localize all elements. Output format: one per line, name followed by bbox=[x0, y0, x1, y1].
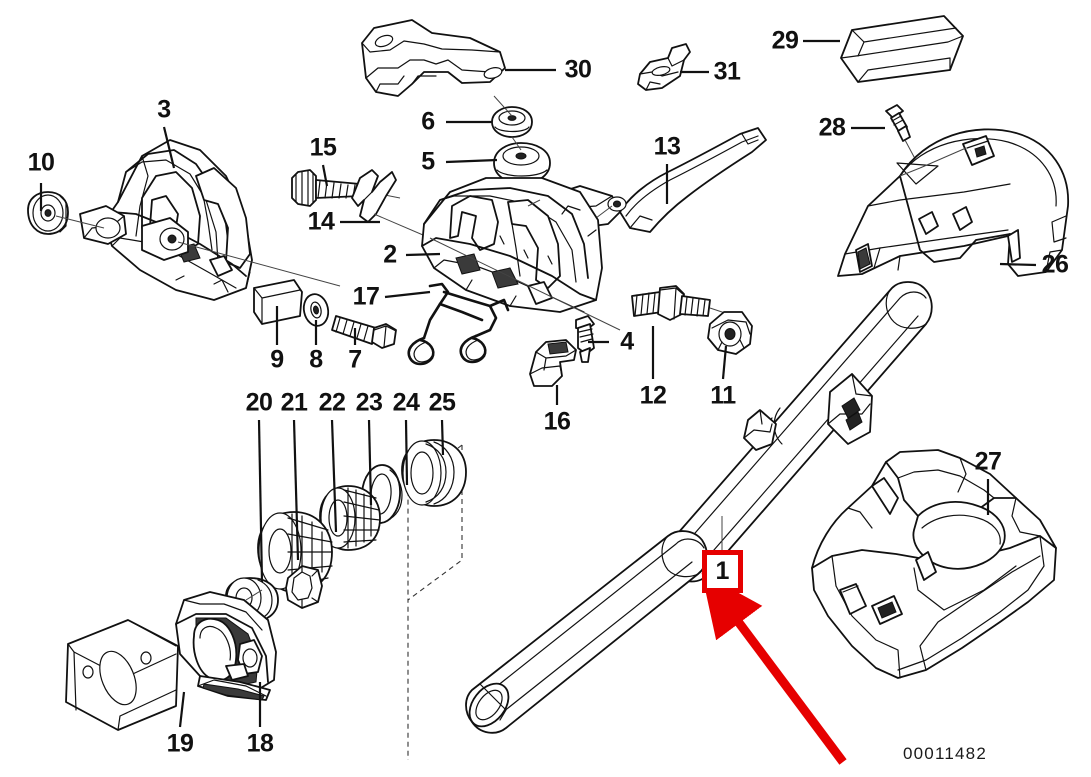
callout-number-10[interactable]: 10 bbox=[27, 148, 55, 177]
leader-line-22 bbox=[330, 419, 338, 533]
part-30-mounting-plate bbox=[361, 19, 506, 97]
callout-number-12[interactable]: 12 bbox=[639, 381, 667, 410]
leader-line-21 bbox=[292, 419, 300, 561]
callout-number-6[interactable]: 6 bbox=[421, 107, 435, 136]
callout-number-13[interactable]: 13 bbox=[653, 132, 681, 161]
callout-number-25[interactable]: 25 bbox=[428, 388, 456, 417]
part-31-retaining-clip bbox=[637, 43, 691, 91]
callout-number-9[interactable]: 9 bbox=[270, 345, 284, 374]
part-7-hex-bolt bbox=[331, 315, 397, 349]
callout-number-22[interactable]: 22 bbox=[318, 388, 346, 417]
callout-number-4[interactable]: 4 bbox=[620, 327, 634, 356]
part-16-clip-bracket bbox=[529, 339, 577, 387]
callout-number-3[interactable]: 3 bbox=[157, 95, 171, 124]
callout-number-27[interactable]: 27 bbox=[974, 447, 1002, 476]
leader-line-20 bbox=[257, 419, 264, 583]
callout-number-8[interactable]: 8 bbox=[309, 345, 323, 374]
leader-line-5 bbox=[445, 158, 498, 164]
callout-number-21[interactable]: 21 bbox=[280, 388, 308, 417]
highlight-box-part-1[interactable]: 1 bbox=[702, 550, 743, 593]
callout-number-7[interactable]: 7 bbox=[348, 345, 362, 374]
part-27-lower-cover bbox=[811, 449, 1057, 679]
callout-number-2[interactable]: 2 bbox=[383, 240, 397, 269]
callout-number-20[interactable]: 20 bbox=[245, 388, 273, 417]
part-23-bearing-ring-toothed bbox=[319, 485, 381, 551]
callout-number-19[interactable]: 19 bbox=[166, 729, 194, 758]
leader-line-17 bbox=[384, 290, 431, 299]
red-pointer-arrow bbox=[701, 572, 847, 765]
part-14-spring-clip bbox=[351, 169, 431, 239]
callout-number-14[interactable]: 14 bbox=[307, 207, 335, 236]
callout-number-5[interactable]: 5 bbox=[421, 147, 435, 176]
part-26-upper-cover bbox=[837, 128, 1069, 277]
leader-line-19 bbox=[178, 691, 186, 728]
leader-line-26 bbox=[999, 262, 1037, 267]
leader-line-3 bbox=[162, 126, 176, 169]
callout-number-30[interactable]: 30 bbox=[564, 55, 592, 84]
part-8-washer bbox=[302, 293, 330, 327]
part-1-steering-column-tube bbox=[465, 281, 933, 734]
part-2-lower-bracket bbox=[421, 177, 621, 331]
callout-number-28[interactable]: 28 bbox=[818, 113, 846, 142]
part-28-cover-screw bbox=[885, 104, 921, 169]
part-21-bearing-cage-small bbox=[285, 565, 323, 609]
diagram-id-code: 00011482 bbox=[903, 744, 987, 763]
leader-line-2 bbox=[405, 252, 441, 257]
highlight-number: 1 bbox=[715, 557, 730, 585]
callout-number-15[interactable]: 15 bbox=[309, 133, 337, 162]
callout-number-18[interactable]: 18 bbox=[246, 729, 274, 758]
callout-number-24[interactable]: 24 bbox=[392, 388, 420, 417]
part-25-bearing-outer-ring bbox=[401, 439, 467, 507]
leader-line-25 bbox=[440, 419, 445, 456]
part-4-small-screw bbox=[575, 315, 595, 363]
part-19-lock-cover-plate bbox=[65, 619, 179, 731]
callout-number-17[interactable]: 17 bbox=[352, 282, 380, 311]
part-12-threaded-stud-bolt bbox=[631, 285, 741, 321]
highlight-arrow bbox=[701, 572, 847, 765]
callout-leader-lines bbox=[39, 39, 1037, 728]
part-29-trim-strip bbox=[840, 15, 964, 83]
part-6-rubber-bush-small bbox=[491, 95, 533, 138]
callout-number-11[interactable]: 11 bbox=[710, 381, 736, 410]
leader-line-24 bbox=[404, 419, 409, 486]
leader-line-11 bbox=[721, 345, 728, 380]
callout-number-31[interactable]: 31 bbox=[713, 57, 741, 86]
part-3-upper-bracket bbox=[79, 139, 341, 301]
callout-number-16[interactable]: 16 bbox=[543, 407, 571, 436]
part-5-rubber-bush-large bbox=[493, 136, 551, 207]
callout-number-29[interactable]: 29 bbox=[771, 26, 799, 55]
part-11-flange-nut bbox=[707, 311, 753, 355]
part-17-torsion-spring bbox=[407, 282, 510, 366]
part-18-lock-housing bbox=[175, 589, 277, 701]
callout-number-23[interactable]: 23 bbox=[355, 388, 383, 417]
leader-line-23 bbox=[367, 419, 373, 506]
callout-number-26[interactable]: 26 bbox=[1041, 250, 1069, 279]
leader-line-15 bbox=[321, 164, 329, 187]
part-9-spacer-sleeve bbox=[253, 279, 303, 325]
